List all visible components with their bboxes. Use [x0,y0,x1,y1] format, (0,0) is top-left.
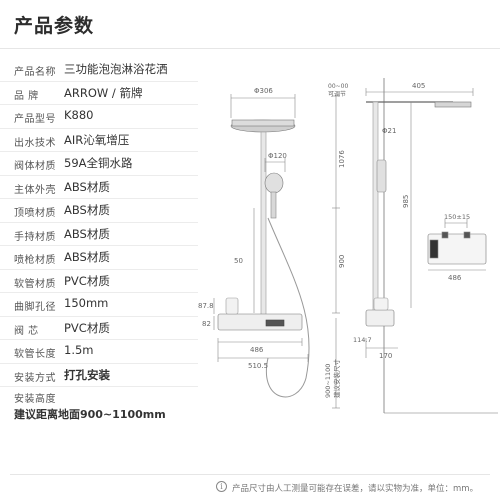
dim-w1: 486 [250,346,264,354]
dimension-diagram: Φ306 Φ120 50 87.8 82 486 510.5 00~00 可调节… [198,58,500,470]
spec-label: 阀 芯 [14,325,39,337]
spec-label: 品 牌 [14,90,39,102]
side-shelf [365,309,395,327]
spec-row: 出水技术 AIR沁氧增压 [0,129,198,152]
dim-hand-diameter: Φ120 [268,152,287,160]
dim-offset: 114.7 [353,336,372,344]
spec-label: 手持材质 [14,231,56,243]
spec-label: 软管长度 [14,349,56,360]
side-pipe [372,101,379,313]
spec-row: 手持材质 ABS材质 [0,223,198,246]
spec-row-install-height: 安装高度 建议距离地面900~1100mm [0,387,198,427]
dim-h2: 82 [202,320,211,328]
spec-value: ABS材质 [64,179,110,194]
thermostat-shelf [217,313,303,331]
spec-label: 顶喷材质 [14,208,56,219]
spec-row: 顶喷材质 ABS材质 [0,199,198,223]
spec-table: 产品名称三功能泡泡淋浴花洒 品 牌 ARROW / 箭牌 产品型号 K880 出水技… [0,58,198,427]
spec-value: PVC材质 [64,273,110,288]
hand-shower-handle [270,191,277,219]
page-title: 产品参数 [14,15,95,37]
spec-value: ARROW / 箭牌 [64,85,143,100]
spec-row: 软管材质 PVC材质 [0,270,198,293]
spec-row: 产品型号 K880 [0,105,198,129]
dim-adjust-note: 可调节 [328,90,346,98]
header-divider [0,48,500,49]
dim-w2: 510.5 [248,362,268,370]
footer-note: 产品尺寸由人工测量可能存在误差，请以实物为准，单位：mm。 [232,484,479,494]
hand-shower-head [264,172,284,194]
valve-knob-left [441,231,449,239]
footer: i 产品尺寸由人工测量可能存在误差，请以实物为准，单位：mm。 [0,474,500,500]
spec-label: 曲脚孔径 [14,302,56,313]
info-icon: i [216,481,227,492]
spec-value: K880 [64,108,94,122]
dim-total-height: 1076 [338,150,346,168]
spout [225,297,239,315]
spec-label: 安装高度 [14,394,56,405]
spec-row: 阀 芯 PVC材质 [0,317,198,340]
spec-label: 软管材质 [14,278,56,290]
valve-display [429,239,439,259]
dim-floor-note: 建议安装尺寸 [332,359,341,399]
spec-value: 打孔安装 [64,367,110,382]
spec-value: 59A全铜水路 [64,156,133,170]
dim-side-height: 985 [402,195,410,208]
spec-value: 三功能泡泡淋浴花洒 [64,62,168,76]
dim-spacing: 150±15 [444,213,470,221]
spec-label: 安装方式 [14,372,56,384]
spec-row: 喷枪材质 ABS材质 [0,246,198,270]
side-spout [373,297,389,311]
dim-floor-range: 900~1100 [324,364,332,398]
valve-knob-right [463,231,471,239]
spec-value: 1.5m [64,343,94,357]
spec-value: AIR沁氧增压 [64,132,130,147]
spec-label: 产品名称 [14,67,56,78]
dim-arm: 405 [412,82,425,90]
spec-label: 阀体材质 [14,161,56,172]
side-hand-shower [376,159,387,193]
spec-row: 软管长度 1.5m [0,340,198,364]
shelf-control [265,319,285,327]
spec-row: 主体外壳 ABS材质 [0,176,198,199]
spec-row: 安装方式打孔安装 [0,364,198,387]
spec-label: 喷枪材质 [14,255,56,266]
diagram-svg: Φ306 Φ120 50 87.8 82 486 510.5 00~00 可调节… [198,78,498,414]
dim-h1: 87.8 [198,302,214,310]
hose-line [265,217,310,398]
spec-row: 产品名称三功能泡泡淋浴花洒 [0,58,198,82]
dim-hose: 50 [234,257,243,265]
dim-adjust-range: 00~00 [328,83,348,90]
spec-value: 150mm [64,296,109,310]
spec-label: 产品型号 [14,114,56,125]
spec-value: ABS材质 [64,250,110,264]
dim-head-diameter: Φ306 [254,87,273,95]
spec-value: ABS材质 [64,203,110,217]
dim-lower-height: 900 [338,255,346,268]
dim-valve-width: 486 [448,274,462,282]
spec-row: 阀体材质 59A全铜水路 [0,152,198,176]
footer-divider [10,474,490,475]
dim-bottom: 170 [379,352,392,360]
rain-head-top [231,119,295,127]
valve-body [427,233,487,265]
dim-pipe: Φ21 [382,127,396,135]
spec-row: 品 牌 ARROW / 箭牌 [0,82,198,105]
spec-value: PVC材质 [64,320,110,335]
spec-row: 曲脚孔径 150mm [0,293,198,317]
side-rain-head [434,101,472,108]
header: 产品参数 [0,0,500,48]
spec-label: 出水技术 [14,137,56,149]
spec-label: 主体外壳 [14,184,56,196]
spec-value: ABS材质 [64,226,110,241]
spec-value: 建议距离地面900~1100mm [14,408,166,421]
